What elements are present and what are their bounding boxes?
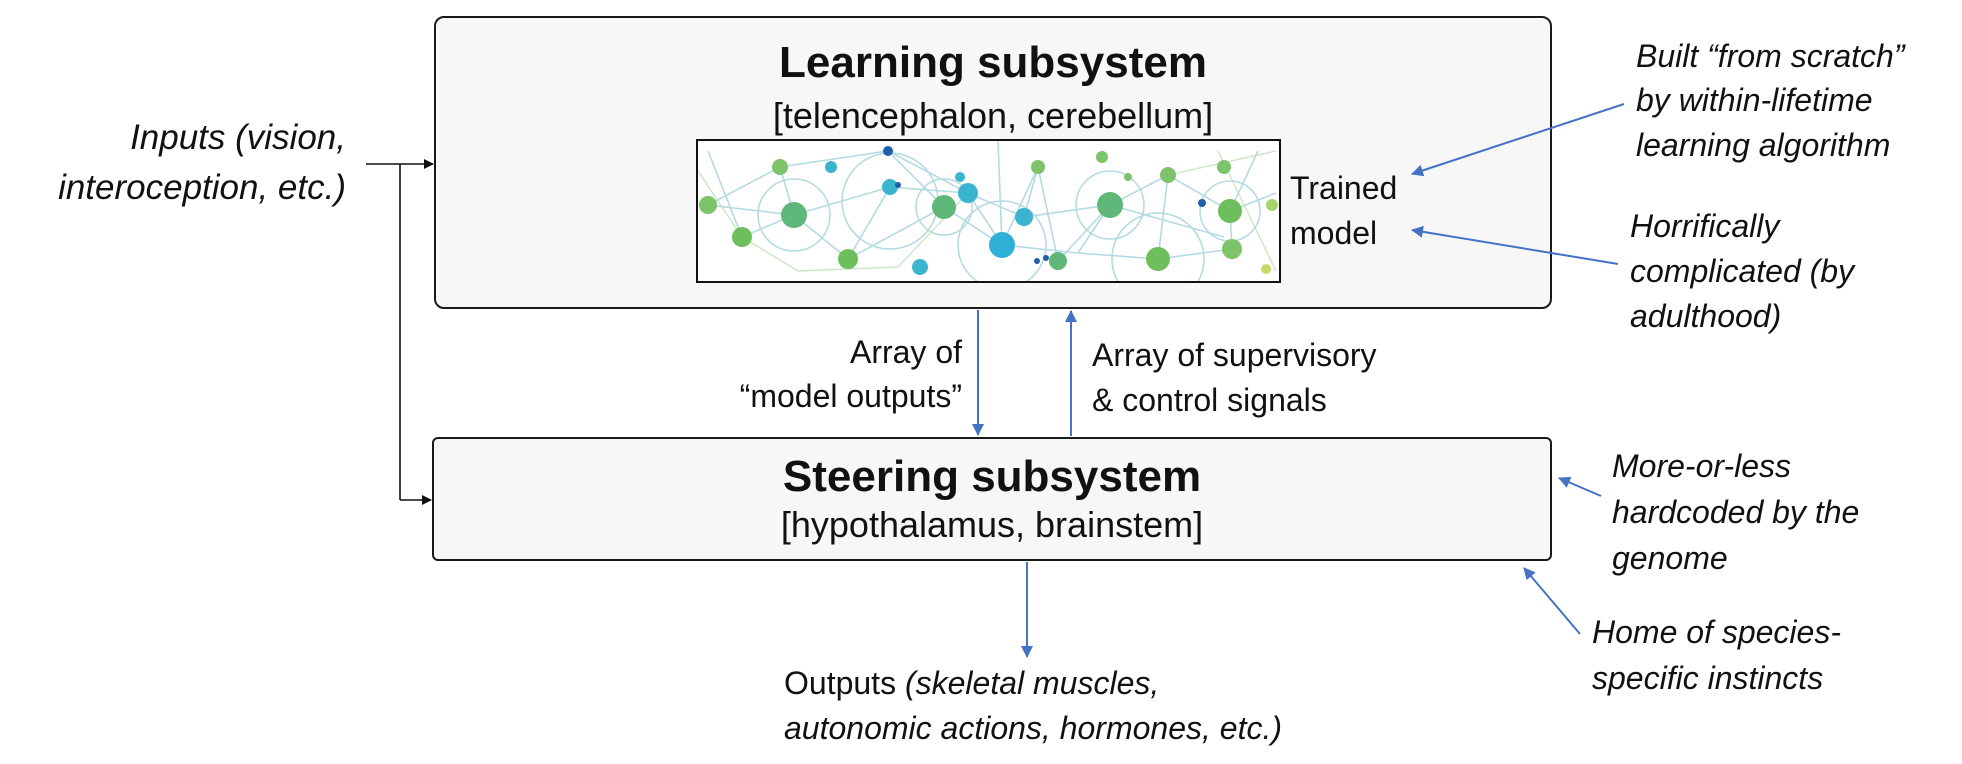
outputs-label-line2: autonomic actions, hormones, etc.) (784, 710, 1283, 746)
learning-subsystem-title: Learning subsystem (779, 38, 1207, 87)
horrifically-complicated-note-line2: complicated (by (1630, 253, 1855, 289)
hardcoded-note-line1: More-or-less (1612, 448, 1791, 484)
learning-subsystem-subtitle: [telencephalon, cerebellum] (772, 95, 1214, 136)
hardcoded-note-line2: hardcoded by the (1612, 494, 1860, 530)
instincts-pointer (1523, 567, 1581, 635)
inputs-label-line2: interoception, etc.) (58, 168, 346, 207)
complicated-pointer (1411, 225, 1619, 265)
trained-model-label-line1: Trained (1290, 170, 1398, 206)
model-outputs-label-line2: “model outputs” (739, 378, 962, 414)
model-outputs-label-line1: Array of (849, 334, 962, 370)
built-from-scratch-pointer (1411, 103, 1625, 177)
hardcoded-note-line3: genome (1612, 540, 1728, 576)
instincts-note-line1: Home of species- (1592, 614, 1841, 650)
trained-model-label-line2: model (1290, 215, 1378, 251)
outputs-label-italic-line1: (skeletal muscles, (904, 665, 1160, 701)
steering-subsystem-subtitle: [hypothalamus, brainstem] (780, 504, 1204, 545)
neural-network-graphic (698, 141, 1278, 281)
outputs-label-line1: Outputs (skeletal muscles, (784, 661, 1159, 706)
supervisory-signals-label-line1: Array of supervisory (1092, 337, 1377, 373)
instincts-note-line2: specific instincts (1592, 660, 1824, 696)
supervisory-signals-label-line2: & control signals (1092, 382, 1327, 418)
built-from-scratch-note-line3: learning algorithm (1636, 127, 1891, 163)
neural-network-image (696, 139, 1281, 283)
steering-subsystem-title: Steering subsystem (782, 452, 1202, 501)
outputs-label-prefix: Outputs (784, 665, 905, 701)
hardcoded-pointer (1558, 476, 1602, 497)
horrifically-complicated-note-line1: Horrifically (1630, 208, 1780, 244)
built-from-scratch-note-line1: Built “from scratch” (1636, 38, 1905, 74)
inputs-label-line1: Inputs (vision, (130, 118, 346, 157)
built-from-scratch-note-line2: by within-lifetime (1636, 82, 1873, 118)
steering-subsystem-box: Steering subsystem [hypothalamus, brains… (432, 437, 1552, 561)
horrifically-complicated-note-line3: adulthood) (1630, 298, 1782, 334)
